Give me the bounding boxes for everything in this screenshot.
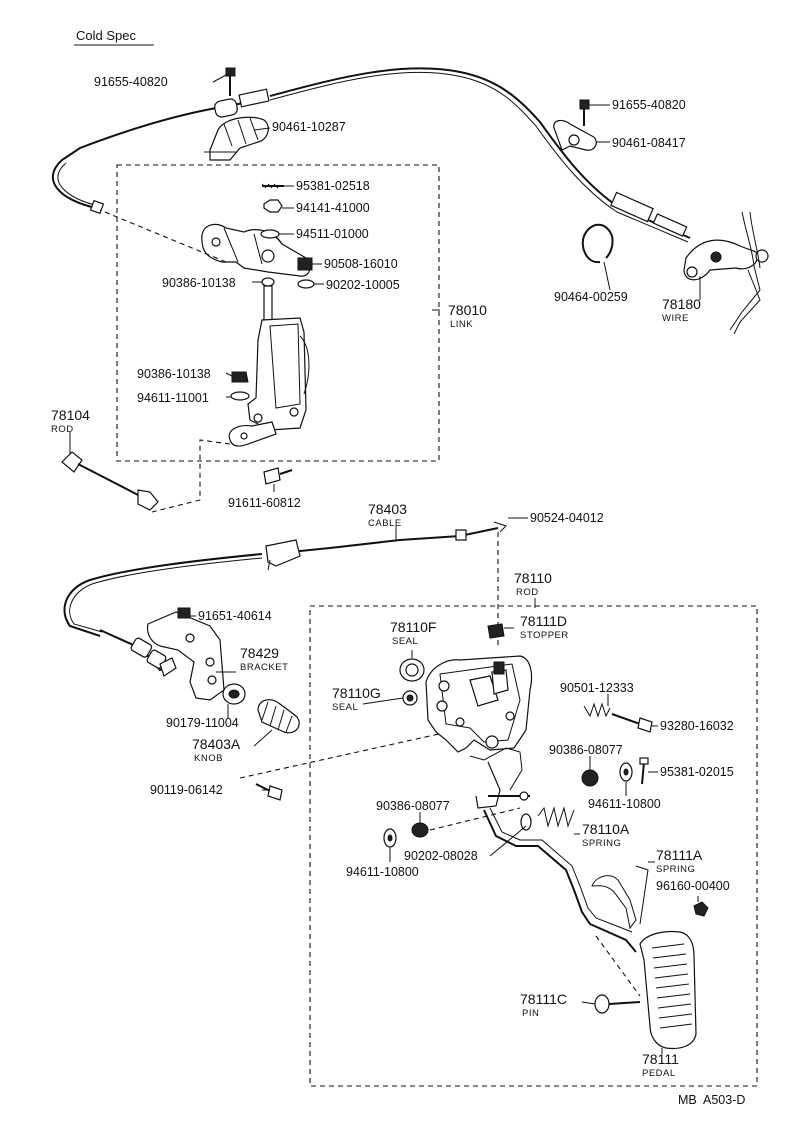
label-90386-10138-b: 90386-10138 [137, 367, 211, 381]
label-90501-12333: 90501-12333 [560, 681, 634, 695]
pedal-pad-78111 [639, 930, 697, 1050]
label-78010: 78010 [448, 302, 487, 318]
part-labels: 91655-40820 90461-10287 91655-40820 9046… [51, 75, 734, 1079]
label-90179-11004: 90179-11004 [166, 716, 239, 730]
label-78110G-sub: SEAL [332, 702, 358, 713]
spring-78111A-hook [635, 865, 649, 925]
clip-90464-00259 [581, 223, 614, 264]
seal-78110G [402, 690, 418, 706]
label-93280-16032: 93280-16032 [660, 719, 734, 733]
label-78110G: 78110G [332, 685, 381, 701]
label-78110F-sub: SEAL [392, 636, 418, 647]
seal-78110F [399, 658, 425, 682]
pedal-bracket-78110 [425, 655, 533, 753]
label-78111A-sub: SPRING [656, 864, 695, 875]
bolt-90119-06142 [255, 783, 283, 801]
label-78403-sub: CABLE [368, 518, 402, 529]
stopper-78111D [487, 623, 505, 639]
bolt-93280-16032 [611, 713, 653, 733]
spring-78110A [520, 806, 575, 831]
label-90461-08417: 90461-08417 [612, 136, 686, 150]
label-96160-00400: 96160-00400 [656, 879, 730, 893]
rod-dashed-leader [151, 439, 231, 513]
label-94511-01000: 94511-01000 [296, 227, 369, 241]
label-90508-16010: 90508-16010 [324, 257, 398, 271]
label-90119-06142: 90119-06142 [150, 783, 223, 797]
link-dashed-leader [99, 209, 227, 263]
label-78110: 78110 [514, 570, 552, 586]
link-78010 [201, 183, 315, 447]
label-90461-10287: 90461-10287 [272, 120, 346, 134]
nut-90386-08077-a [581, 769, 599, 787]
header-title: Cold Spec [76, 28, 136, 43]
cable-78403 [63, 521, 507, 672]
label-90386-10138-a: 90386-10138 [162, 276, 236, 290]
pedal-arm [469, 747, 637, 953]
nut-90179-11004 [222, 683, 246, 705]
footer-code: MB A503-D [678, 1093, 745, 1107]
label-78403A-sub: KNOB [194, 753, 223, 764]
label-91655-40820-b: 91655-40820 [612, 98, 686, 112]
label-94141-41000: 94141-41000 [296, 201, 370, 215]
bolt-91655-40820-a [225, 67, 236, 96]
label-78104-sub: ROD [51, 424, 74, 435]
pedal-assembly-box [309, 605, 758, 1087]
rod-78104 [61, 451, 159, 511]
spring-78111A [591, 875, 637, 930]
label-91611-60812: 91611-60812 [228, 496, 301, 510]
clip-96160-00400 [693, 901, 709, 917]
spring-90501-12333 [583, 702, 611, 718]
leader-lines [69, 73, 701, 1054]
label-78111C-sub: PIN [522, 1008, 539, 1019]
label-94611-10800-a: 94611-10800 [588, 797, 661, 811]
label-78429-sub: BRACKET [240, 662, 288, 673]
link-assembly-box [116, 164, 440, 462]
label-78110A: 78110A [582, 821, 630, 837]
label-78403A: 78403A [192, 736, 241, 752]
label-78110A-sub: SPRING [582, 838, 621, 849]
label-78111: 78111 [642, 1051, 679, 1067]
label-78110F: 78110F [390, 619, 436, 635]
clamp-90461-08417 [553, 119, 597, 151]
pedal-pivot-dashed-leader [429, 807, 521, 831]
label-78110-sub: ROD [516, 587, 539, 598]
label-95381-02518: 95381-02518 [296, 179, 370, 193]
bolt-91611-60812 [263, 467, 293, 485]
label-78180-sub: WIRE [662, 313, 689, 324]
label-90464-00259: 90464-00259 [554, 290, 628, 304]
label-91655-40820-a: 91655-40820 [94, 75, 168, 89]
label-90202-08028: 90202-08028 [404, 849, 478, 863]
label-78180: 78180 [662, 296, 701, 312]
label-90386-08077-a: 90386-08077 [549, 743, 623, 757]
pedal-pad-dashed-leader [595, 935, 641, 997]
label-90524-04012: 90524-04012 [530, 511, 604, 525]
label-94611-11001: 94611-11001 [137, 391, 209, 405]
label-78010-sub: LINK [450, 319, 473, 330]
bolt-91655-40820-b [579, 99, 590, 126]
label-91651-40614: 91651-40614 [198, 609, 272, 623]
label-78104: 78104 [51, 407, 90, 423]
label-78403: 78403 [368, 501, 407, 517]
label-78111D-sub: STOPPER [520, 630, 569, 641]
washer-94611-10800-b [383, 828, 397, 848]
nut-90386-08077-b [411, 822, 429, 838]
label-78111C: 78111C [520, 991, 567, 1007]
label-90386-08077-b: 90386-08077 [376, 799, 450, 813]
label-94611-10800-b: 94611-10800 [346, 865, 419, 879]
label-90202-10005: 90202-10005 [326, 278, 400, 292]
throttle-wire-78180 [51, 67, 769, 335]
label-78111-sub: PEDAL [642, 1068, 676, 1079]
pin-78111C [594, 994, 641, 1014]
label-78429: 78429 [240, 645, 279, 661]
label-78111D: 78111D [520, 613, 567, 629]
clamp-90461-10287 [204, 116, 269, 161]
knob-dashed-leader [239, 727, 467, 779]
pin-95381-02015 [639, 757, 649, 785]
bracket-78429 [146, 607, 225, 701]
label-78111A: 78111A [656, 847, 703, 863]
label-95381-02015: 95381-02015 [660, 765, 734, 779]
washer-94611-10800-a [619, 762, 633, 782]
knob-78403A [257, 699, 300, 734]
